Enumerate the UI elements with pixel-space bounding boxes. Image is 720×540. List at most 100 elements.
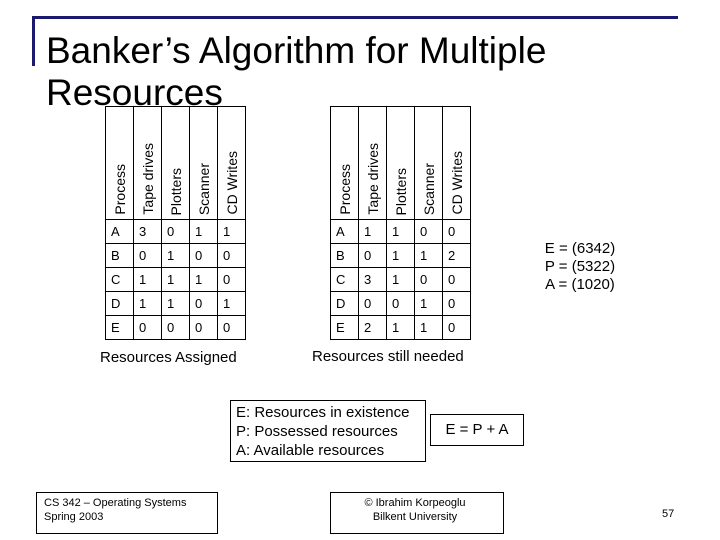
- value-cell: 0: [161, 315, 190, 340]
- frame-top-rule: [32, 16, 678, 19]
- footer-author-box: [330, 492, 504, 534]
- assigned-col-header-label: CD Writes: [223, 151, 240, 215]
- vector-a: A = (1020): [545, 276, 615, 293]
- legend-e: E: Resources in existence: [236, 404, 410, 421]
- value-cell: 0: [414, 267, 443, 292]
- slide-title: Banker’s Algorithm for Multiple Resource…: [46, 30, 547, 113]
- value-cell: 0: [189, 291, 218, 316]
- assigned-col-header: Plotters: [161, 106, 190, 220]
- needed-col-header: Tape drives: [358, 106, 387, 220]
- value-cell: 0: [442, 315, 471, 340]
- process-cell: E: [105, 315, 134, 340]
- process-cell: C: [105, 267, 134, 292]
- needed-col-header: CD Writes: [442, 106, 471, 220]
- value-cell: 0: [442, 267, 471, 292]
- value-cell: 2: [358, 315, 387, 340]
- footer-author: © Ibrahim Korpeoglu Bilkent University: [340, 496, 490, 524]
- needed-col-header-label: Plotters: [392, 167, 409, 215]
- value-cell: 1: [161, 267, 190, 292]
- process-cell: B: [105, 243, 134, 268]
- value-cell: 3: [133, 219, 162, 244]
- value-cell: 1: [386, 219, 415, 244]
- process-cell: A: [330, 219, 359, 244]
- needed-caption: Resources still needed: [312, 348, 464, 365]
- needed-col-header-label: CD Writes: [448, 151, 465, 215]
- needed-col-header: Plotters: [386, 106, 415, 220]
- process-cell: C: [330, 267, 359, 292]
- value-cell: 0: [358, 291, 387, 316]
- needed-header-row: Process Tape drives Plotters Scanner CD Writ…: [330, 106, 471, 220]
- value-cell: 1: [414, 291, 443, 316]
- process-cell: B: [330, 243, 359, 268]
- legend-p: P: Possessed resources: [236, 423, 398, 440]
- value-cell: 1: [161, 291, 190, 316]
- value-cell: 0: [161, 219, 190, 244]
- vector-e: E = (6342): [544, 240, 616, 257]
- needed-col-header-label: Tape drives: [364, 143, 381, 215]
- value-cell: 1: [386, 315, 415, 340]
- equation-box: E = P + A: [430, 414, 524, 446]
- value-cell: 0: [189, 315, 218, 340]
- value-cell: 1: [414, 315, 443, 340]
- value-cell: 1: [217, 291, 246, 316]
- needed-col-header-label: Process: [336, 164, 353, 215]
- value-cell: 0: [442, 219, 471, 244]
- assigned-col-header: Process: [105, 106, 134, 220]
- legend-box: E: Resources in existence P: Possessed r…: [230, 400, 426, 462]
- assigned-col-header: Scanner: [189, 106, 218, 220]
- assigned-col-header: CD Writes: [217, 106, 246, 220]
- value-cell: 1: [133, 267, 162, 292]
- value-cell: 0: [386, 291, 415, 316]
- vector-p: P = (5322): [544, 258, 616, 275]
- value-cell: 0: [358, 243, 387, 268]
- assigned-col-header-label: Process: [111, 164, 128, 215]
- value-cell: 0: [133, 243, 162, 268]
- value-cell: 0: [133, 315, 162, 340]
- footer-course: CS 342 – Operating Systems Spring 2003: [44, 496, 186, 524]
- value-cell: 0: [217, 243, 246, 268]
- assigned-col-header-label: Plotters: [167, 167, 184, 215]
- needed-table: Process Tape drives Plotters Scanner CD Writ…: [330, 106, 471, 340]
- value-cell: 1: [414, 243, 443, 268]
- value-cell: 0: [217, 267, 246, 292]
- value-cell: 1: [189, 267, 218, 292]
- footer-university: Bilkent University: [372, 511, 458, 523]
- page-number: 57: [662, 508, 675, 520]
- footer-author-name: © Ibrahim Korpeoglu: [364, 497, 466, 509]
- value-cell: 1: [358, 219, 387, 244]
- footer-course-box: [36, 492, 218, 534]
- footer-course-name: CS 342 – Operating Systems: [44, 497, 187, 509]
- assigned-col-header: Tape drives: [133, 106, 162, 220]
- needed-col-header-label: Scanner: [420, 162, 437, 215]
- value-cell: 1: [386, 243, 415, 268]
- value-cell: 3: [358, 267, 387, 292]
- frame-left-rule: [32, 16, 35, 66]
- legend-a: A: Available resources: [236, 442, 385, 459]
- process-cell: D: [105, 291, 134, 316]
- value-cell: 0: [442, 291, 471, 316]
- process-cell: A: [105, 219, 134, 244]
- value-cell: 0: [217, 315, 246, 340]
- vector-values: E = (6342) P = (5322) A = (1020): [520, 240, 640, 294]
- value-cell: 0: [414, 219, 443, 244]
- value-cell: 1: [386, 267, 415, 292]
- value-cell: 1: [161, 243, 190, 268]
- assigned-col-header-label: Scanner: [195, 162, 212, 215]
- process-cell: E: [330, 315, 359, 340]
- value-cell: 1: [133, 291, 162, 316]
- footer-term: Spring 2003: [44, 511, 104, 523]
